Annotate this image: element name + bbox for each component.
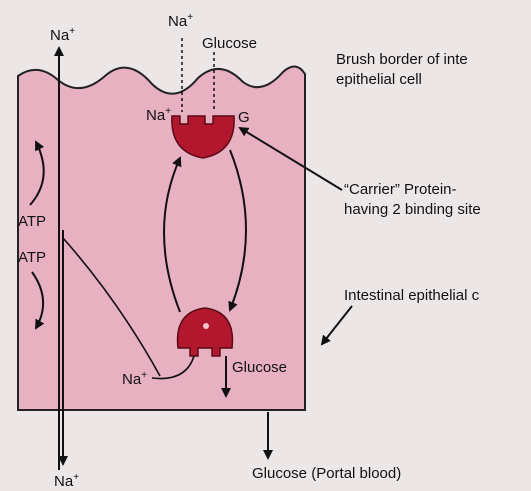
label-brush-border-1: Brush border of inte <box>336 51 468 68</box>
label-atp-2: ATP <box>18 249 46 266</box>
label-carrier-1: “Carrier” Protein- <box>344 181 457 198</box>
label-intestinal: Intestinal epithelial c <box>344 287 480 304</box>
label-atp-1: ATP <box>18 213 46 230</box>
label-carrier-2: having 2 binding site <box>344 201 481 218</box>
label-glucose-portal: Glucose (Portal blood) <box>252 465 401 482</box>
label-na-top-left: Na+ <box>50 26 75 44</box>
carrier-bottom-highlight <box>203 323 209 329</box>
label-glucose-bottom: Glucose <box>232 359 287 376</box>
label-glucose-top: Glucose <box>202 35 257 52</box>
intestinal-pointer-line <box>322 306 352 344</box>
label-brush-border-2: epithelial cell <box>336 71 422 88</box>
label-g-binding: G <box>238 109 250 126</box>
label-na-bottom-out: Na+ <box>54 472 79 490</box>
label-na-top-center: Na+ <box>168 12 193 30</box>
